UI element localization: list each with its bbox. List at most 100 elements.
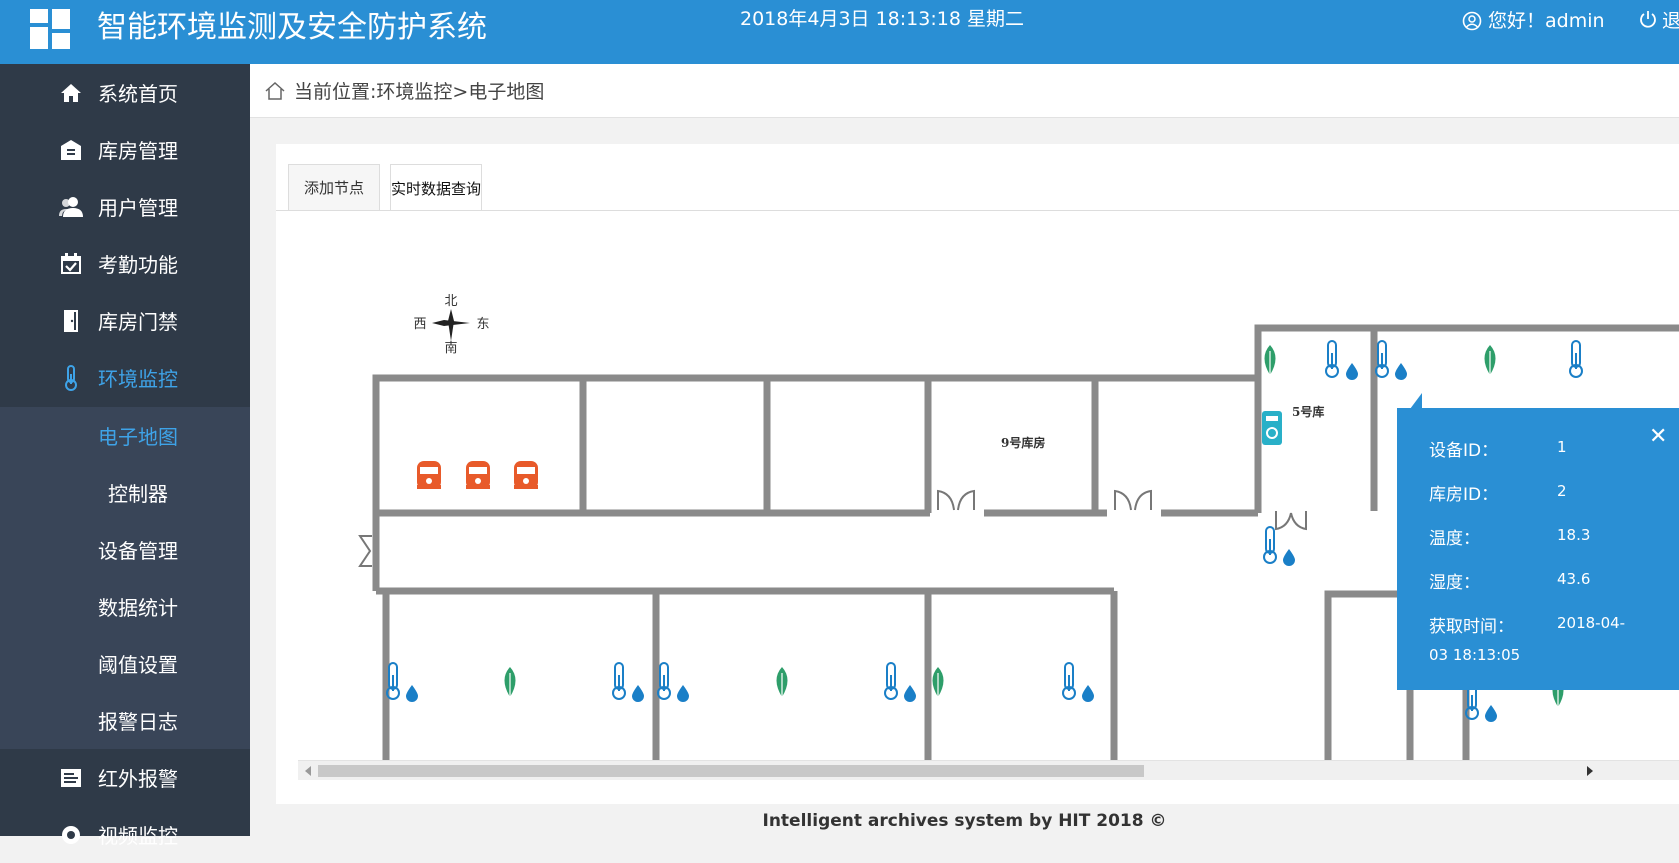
alarm-devices[interactable] bbox=[417, 461, 538, 489]
tab-label: 添加节点 bbox=[303, 179, 364, 197]
submenu-item-threshold[interactable]: 阈值设置 bbox=[98, 653, 178, 677]
time-label: 获取时间： bbox=[1429, 617, 1514, 637]
humidity-value: 43.6 bbox=[1557, 570, 1591, 588]
top-header: 智能环境监测及安全防护系统 2018年4月3日 18:13:18 星期二 您好！… bbox=[0, 0, 1679, 64]
humidity-drop-icon bbox=[1395, 363, 1407, 380]
door-icon bbox=[58, 308, 84, 334]
tab-divider bbox=[276, 210, 1679, 211]
room-id-value: 2 bbox=[1557, 482, 1567, 500]
sidebar-item-environment[interactable]: 环境监控 bbox=[0, 349, 250, 406]
user-circle-icon bbox=[1462, 11, 1482, 31]
thermometer-icon bbox=[884, 662, 898, 700]
submenu-item-controller[interactable]: 控制器 bbox=[108, 482, 168, 506]
sidebar-item-label: 考勤功能 bbox=[98, 253, 178, 277]
humidity-label: 湿度： bbox=[1429, 573, 1480, 593]
compass-east: 东 bbox=[476, 317, 489, 332]
submenu-item-devices[interactable]: 设备管理 bbox=[98, 539, 178, 563]
sidebar-item-video[interactable]: 视频监控 bbox=[0, 806, 250, 863]
thermometer-icon bbox=[1263, 526, 1277, 564]
sidebar: 系统首页 库房管理 用户管理 考勤功能 库房门禁 环境监控 电子地图 控制器 设… bbox=[0, 64, 250, 848]
tab-add-node[interactable]: 添加节点 bbox=[288, 164, 380, 210]
humidity-drop-icon bbox=[1485, 705, 1497, 722]
sidebar-item-home[interactable]: 系统首页 bbox=[0, 64, 250, 121]
room-5-label: 5号库 bbox=[1292, 404, 1324, 419]
room-id-label: 库房ID： bbox=[1429, 485, 1499, 505]
leaf-icon bbox=[1483, 344, 1497, 378]
user-greeting[interactable]: 您好！admin bbox=[1462, 9, 1605, 33]
thermometer-icon bbox=[612, 662, 626, 700]
logout-button[interactable]: 退 bbox=[1638, 9, 1679, 33]
time-value-line1: 2018-04- bbox=[1557, 614, 1626, 632]
sidebar-item-label: 用户管理 bbox=[98, 196, 178, 220]
sidebar-item-label: 库房管理 bbox=[98, 139, 178, 163]
alarm-icon bbox=[417, 461, 441, 489]
sidebar-item-label: 系统首页 bbox=[98, 82, 178, 106]
close-icon[interactable]: ✕ bbox=[1649, 424, 1668, 449]
greeting-text: 您好！admin bbox=[1488, 10, 1605, 32]
humidity-drop-icon bbox=[1082, 685, 1094, 702]
environment-submenu: 电子地图 控制器 设备管理 数据统计 阈值设置 报警日志 bbox=[0, 407, 250, 749]
infrared-icon bbox=[58, 765, 84, 791]
compass-south: 南 bbox=[444, 340, 457, 356]
breadcrumb: 当前位置:环境监控>电子地图 bbox=[250, 64, 1679, 118]
scroll-thumb[interactable] bbox=[318, 765, 1144, 777]
temperature-label: 温度： bbox=[1429, 529, 1480, 549]
sidebar-item-users[interactable]: 用户管理 bbox=[0, 178, 250, 235]
temperature-value: 18.3 bbox=[1557, 526, 1591, 544]
time-value-line2: 03 18:13:05 bbox=[1429, 646, 1521, 664]
submenu-item-statistics[interactable]: 数据统计 bbox=[98, 596, 178, 620]
room-9-label: 9号库房 bbox=[1001, 435, 1045, 450]
device-id-label: 设备ID： bbox=[1429, 441, 1499, 461]
sidebar-item-label: 视频监控 bbox=[98, 824, 178, 848]
scroll-left-icon[interactable] bbox=[304, 766, 312, 776]
power-icon bbox=[1640, 11, 1656, 28]
humidity-drop-icon bbox=[904, 685, 916, 702]
thermometer-icon bbox=[1325, 340, 1339, 378]
submenu-item-alarm-log[interactable]: 报警日志 bbox=[98, 710, 178, 734]
sidebar-item-attendance[interactable]: 考勤功能 bbox=[0, 235, 250, 292]
controller-device[interactable] bbox=[1262, 411, 1282, 445]
compass: 北 南 东 西 bbox=[413, 294, 489, 356]
app-title: 智能环境监测及安全防护系统 bbox=[97, 10, 487, 45]
sidebar-item-label: 环境监控 bbox=[98, 367, 178, 391]
device-id-value: 1 bbox=[1557, 438, 1567, 456]
sidebar-item-warehouse[interactable]: 库房管理 bbox=[0, 121, 250, 178]
compass-west: 西 bbox=[413, 317, 426, 332]
warehouse-icon bbox=[58, 137, 84, 163]
humidity-drop-icon bbox=[632, 685, 644, 702]
camera-icon bbox=[58, 822, 84, 848]
humidity-drop-icon bbox=[677, 685, 689, 702]
thermometer-icon bbox=[1375, 340, 1389, 378]
sidebar-item-label: 库房门禁 bbox=[98, 310, 178, 334]
thermometer-icon bbox=[58, 364, 84, 391]
leaf-icon bbox=[931, 666, 945, 700]
thermometer-icon bbox=[657, 662, 671, 700]
sidebar-item-infrared[interactable]: 红外报警 bbox=[0, 749, 250, 806]
sensor-info-popup: ✕ 设备ID： 1 库房ID： 2 温度： 18.3 湿度： 43.6 获取时间： 201… bbox=[1397, 408, 1679, 690]
current-datetime: 2018年4月3日 18:13:18 星期二 bbox=[740, 8, 1024, 30]
thermometer-icon bbox=[1569, 340, 1583, 378]
humidity-drop-icon bbox=[406, 685, 418, 702]
compass-north: 北 bbox=[444, 294, 457, 309]
sidebar-item-label: 红外报警 bbox=[98, 767, 178, 791]
sidebar-item-access[interactable]: 库房门禁 bbox=[0, 292, 250, 349]
humidity-drop-icon bbox=[1346, 363, 1358, 380]
popup-pointer bbox=[1410, 393, 1422, 409]
tab-label: 实时数据查询 bbox=[391, 180, 482, 198]
alarm-icon bbox=[514, 461, 538, 489]
tab-realtime-query[interactable]: 实时数据查询 bbox=[390, 164, 482, 212]
submenu-item-emap[interactable]: 电子地图 bbox=[98, 425, 178, 449]
horizontal-scrollbar[interactable] bbox=[298, 760, 1679, 780]
scroll-right-icon[interactable] bbox=[1586, 766, 1594, 776]
leaf-icon bbox=[1263, 344, 1277, 378]
sensors-lower[interactable] bbox=[386, 662, 1565, 722]
app-logo bbox=[30, 9, 72, 51]
humidity-drop-icon bbox=[1283, 549, 1295, 566]
leaf-icon bbox=[775, 666, 789, 700]
home-outline-icon[interactable] bbox=[264, 81, 286, 101]
leaf-icon bbox=[503, 666, 517, 700]
footer-text: Intelligent archives system by HIT 2018 … bbox=[762, 811, 1167, 831]
alarm-icon bbox=[466, 461, 490, 489]
thermometer-icon bbox=[1062, 662, 1076, 700]
calendar-check-icon bbox=[58, 251, 84, 277]
